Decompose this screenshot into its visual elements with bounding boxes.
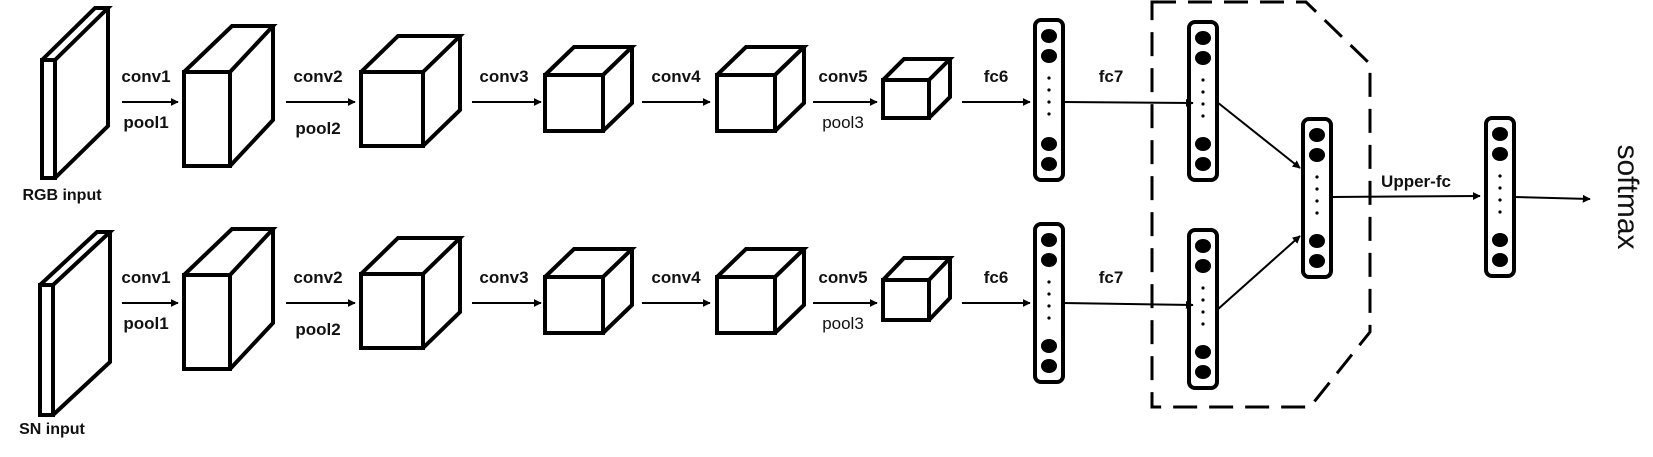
label-conv3: conv3 bbox=[479, 268, 528, 287]
label-pool2: pool2 bbox=[295, 119, 340, 138]
label-pool1: pool1 bbox=[123, 314, 168, 333]
label-fc6: fc6 bbox=[984, 268, 1009, 287]
fusion-dashed-boundary bbox=[1150, 0, 1372, 409]
label-conv3: conv3 bbox=[479, 67, 528, 86]
label-pool2: pool2 bbox=[295, 320, 340, 339]
conv4-cube bbox=[715, 45, 809, 133]
conv2-cube bbox=[359, 34, 465, 148]
arrow-upper-fc bbox=[1330, 192, 1481, 201]
label-conv5: conv5 bbox=[818, 67, 867, 86]
conv5-cube bbox=[881, 57, 955, 120]
rgb-input-label: RGB input bbox=[22, 187, 102, 204]
conv1-cube bbox=[182, 227, 278, 371]
sn-input-label: SN input bbox=[19, 421, 85, 438]
arrow-softmax bbox=[1513, 194, 1591, 203]
label-conv4: conv4 bbox=[651, 67, 701, 86]
conv5-cube bbox=[881, 256, 955, 322]
label-upper-fc: Upper-fc bbox=[1381, 172, 1451, 191]
label-conv2: conv2 bbox=[293, 268, 342, 287]
arrow-fc7 bbox=[1062, 300, 1194, 309]
fusion-block: Upper-fc softmax bbox=[1150, 0, 1644, 409]
fc6-neuron-column bbox=[1033, 222, 1065, 384]
label-softmax: softmax bbox=[1611, 144, 1644, 249]
label-conv4: conv4 bbox=[651, 268, 701, 287]
label-fc6: fc6 bbox=[984, 67, 1009, 86]
upper-fc-neuron-column bbox=[1484, 116, 1516, 278]
label-fc7: fc7 bbox=[1099, 268, 1124, 287]
merged-neuron-column bbox=[1301, 117, 1333, 279]
conv3-cube bbox=[543, 247, 637, 335]
label-pool3: pool3 bbox=[822, 314, 864, 333]
fc7-neuron-column bbox=[1187, 20, 1219, 182]
rgb-input-slab bbox=[40, 6, 113, 180]
conv4-cube bbox=[715, 247, 809, 335]
arrow-merge-top bbox=[1216, 101, 1301, 169]
rgb-stream: RGB input conv1 pool1 conv2 pool2 conv3 bbox=[22, 6, 1219, 204]
conv2-cube bbox=[359, 236, 465, 350]
label-conv5: conv5 bbox=[818, 268, 867, 287]
fc6-neuron-column bbox=[1033, 18, 1065, 182]
label-pool3: pool3 bbox=[822, 113, 864, 132]
conv1-cube bbox=[182, 24, 278, 168]
sn-stream: SN input conv1 pool1 conv2 pool2 conv3 bbox=[19, 222, 1219, 438]
sn-input-slab bbox=[38, 230, 116, 417]
arrow-fc7 bbox=[1062, 98, 1194, 107]
label-fc7: fc7 bbox=[1099, 67, 1124, 86]
label-conv1: conv1 bbox=[121, 67, 170, 86]
label-conv1: conv1 bbox=[121, 268, 170, 287]
fc7-neuron-column bbox=[1187, 228, 1219, 390]
arrow-merge-bottom bbox=[1216, 235, 1301, 311]
conv3-cube bbox=[543, 45, 637, 133]
label-pool1: pool1 bbox=[123, 113, 168, 132]
label-conv2: conv2 bbox=[293, 67, 342, 86]
